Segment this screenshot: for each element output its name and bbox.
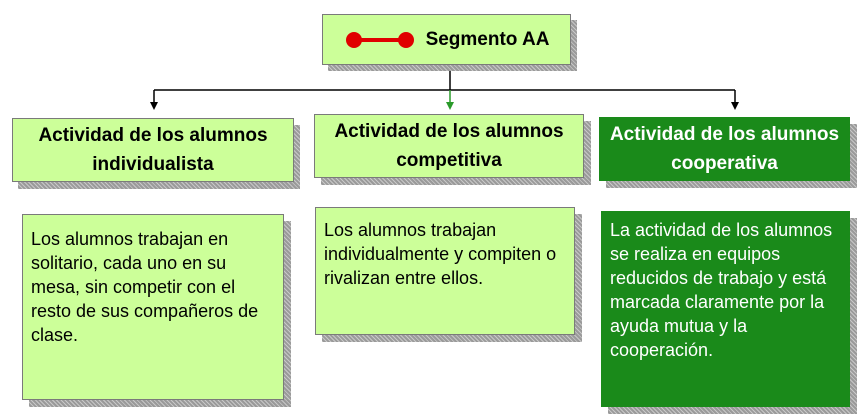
root-node-label: Segmento AA xyxy=(425,28,550,50)
desc-individualista: Los alumnos trabajan en solitario, cada … xyxy=(22,214,284,400)
header-cooperativa-label: Actividad de los alumnos cooperativa xyxy=(609,124,840,174)
header-individualista: Actividad de los alumnos individualista xyxy=(12,118,294,182)
root-node: Segmento AA xyxy=(322,14,571,65)
arrow-right xyxy=(731,102,739,110)
segment-icon xyxy=(345,31,414,48)
arrow-left xyxy=(150,102,158,110)
header-individualista-label: Actividad de los alumnos individualista xyxy=(38,125,268,175)
header-competitiva-label: Actividad de los alumnos competitiva xyxy=(334,121,564,171)
desc-individualista-text: Los alumnos trabajan en solitario, cada … xyxy=(31,229,259,345)
header-cooperativa: Actividad de los alumnos cooperativa xyxy=(599,117,850,181)
desc-cooperativa: La actividad de los alumnos se realiza e… xyxy=(601,211,850,407)
desc-competitiva-text: Los alumnos trabajan individualmente y c… xyxy=(324,220,557,288)
arrow-middle xyxy=(446,102,454,110)
header-competitiva: Actividad de los alumnos competitiva xyxy=(314,114,584,178)
desc-cooperativa-text: La actividad de los alumnos se realiza e… xyxy=(610,220,833,360)
desc-competitiva: Los alumnos trabajan individualmente y c… xyxy=(315,207,575,335)
